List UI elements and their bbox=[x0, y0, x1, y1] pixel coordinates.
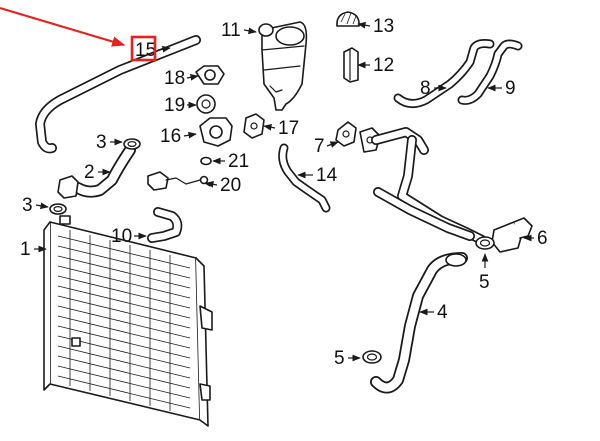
svg-text:3: 3 bbox=[22, 195, 33, 216]
callout-4: 4 bbox=[419, 302, 448, 323]
svg-text:5: 5 bbox=[334, 348, 345, 369]
svg-text:14: 14 bbox=[316, 165, 338, 186]
part-8-heater-hose bbox=[393, 39, 495, 108]
part-5-clamp-upper bbox=[475, 236, 495, 250]
svg-text:15: 15 bbox=[135, 40, 156, 61]
svg-text:19: 19 bbox=[164, 95, 185, 116]
svg-text:5: 5 bbox=[479, 272, 490, 293]
part-19-thermostat bbox=[196, 94, 216, 114]
callout-5-lower: 5 bbox=[334, 348, 361, 369]
part-1-radiator bbox=[43, 215, 213, 427]
callout-19: 19 bbox=[164, 95, 197, 116]
part-9-heater-hose bbox=[457, 39, 523, 105]
callout-18: 18 bbox=[164, 68, 199, 89]
part-18-thermostat-housing bbox=[195, 65, 225, 85]
part-15-upper-hose bbox=[35, 35, 201, 154]
svg-text:11: 11 bbox=[221, 20, 241, 41]
coolant-pipe-assembly bbox=[359, 127, 487, 245]
svg-text:16: 16 bbox=[160, 126, 181, 147]
svg-text:13: 13 bbox=[373, 16, 394, 37]
svg-text:4: 4 bbox=[437, 302, 448, 323]
highlight-pointer bbox=[0, 6, 157, 62]
callout-11: 11 bbox=[221, 20, 257, 41]
callout-20: 20 bbox=[205, 175, 241, 196]
svg-text:6: 6 bbox=[537, 228, 548, 249]
svg-text:12: 12 bbox=[373, 55, 394, 76]
part-7-gasket bbox=[335, 121, 357, 147]
callout-12: 12 bbox=[357, 55, 394, 76]
callout-16: 16 bbox=[160, 126, 197, 147]
part-11-expansion-tank bbox=[258, 21, 308, 111]
callout-15: 15 bbox=[135, 40, 171, 61]
callout-7: 7 bbox=[314, 136, 339, 157]
svg-text:18: 18 bbox=[164, 68, 185, 89]
callout-8: 8 bbox=[420, 78, 447, 99]
part-16-water-outlet bbox=[199, 117, 233, 147]
svg-text:8: 8 bbox=[420, 78, 431, 99]
svg-text:20: 20 bbox=[220, 175, 241, 196]
callout-17: 17 bbox=[263, 118, 299, 139]
part-10-hose bbox=[147, 207, 183, 243]
part-3-clamp-lower bbox=[49, 203, 67, 215]
callout-5-upper: 5 bbox=[479, 253, 490, 293]
highlight-box-part-15 bbox=[130, 35, 157, 62]
svg-text:3: 3 bbox=[96, 132, 107, 153]
callout-21: 21 bbox=[212, 151, 249, 172]
part-20-sensor bbox=[147, 171, 211, 191]
callout-1: 1 bbox=[20, 239, 47, 260]
part-3-clamp-upper bbox=[123, 138, 141, 150]
part-13-tank-cap bbox=[336, 11, 360, 27]
callout-6: 6 bbox=[523, 228, 548, 249]
svg-text:7: 7 bbox=[314, 136, 325, 157]
callout-3-lower: 3 bbox=[22, 195, 49, 216]
svg-text:10: 10 bbox=[111, 226, 132, 247]
part-6-fitting bbox=[491, 217, 533, 253]
part-17-gasket bbox=[243, 113, 265, 139]
callout-14: 14 bbox=[297, 165, 338, 186]
part-4-lower-hose bbox=[370, 252, 468, 394]
svg-text:1: 1 bbox=[20, 239, 31, 260]
callout-3-upper: 3 bbox=[96, 132, 123, 153]
callout-13: 13 bbox=[357, 16, 394, 37]
part-14-hose bbox=[278, 143, 331, 213]
part-12-bracket bbox=[343, 47, 359, 83]
part-21-clip bbox=[200, 156, 212, 166]
callout-9: 9 bbox=[487, 78, 516, 99]
svg-text:17: 17 bbox=[278, 118, 299, 139]
part-5-clamp-lower bbox=[362, 350, 382, 364]
svg-text:2: 2 bbox=[84, 162, 95, 183]
part-2-hose bbox=[57, 144, 136, 199]
svg-text:21: 21 bbox=[228, 151, 249, 172]
callout-2: 2 bbox=[84, 162, 111, 183]
callout-10: 10 bbox=[111, 226, 147, 247]
svg-text:9: 9 bbox=[505, 78, 516, 99]
